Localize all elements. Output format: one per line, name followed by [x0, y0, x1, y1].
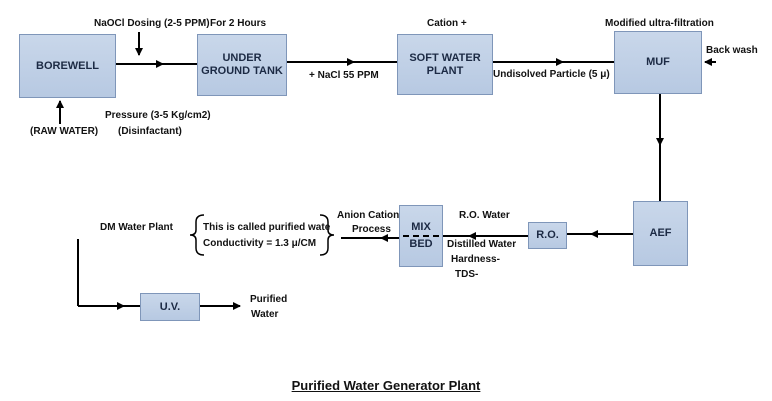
- undissolved-particle-label: Undisolved Particle (5 μ): [493, 69, 610, 80]
- soft-water-plant-box: SOFT WATER PLANT: [397, 34, 493, 95]
- tds-label: TDS-: [455, 269, 479, 280]
- mix-label-line2: BED: [409, 238, 433, 250]
- tank-label-line2: GROUND TANK: [201, 65, 283, 77]
- uv-box: U.V.: [140, 293, 200, 321]
- mix-bed-box: MIX BED: [399, 205, 443, 267]
- left-brace: [189, 214, 205, 256]
- water-label: Water: [251, 309, 279, 320]
- modified-ultrafiltration-label: Modified ultra-filtration: [605, 18, 714, 29]
- purified-label: Purified: [250, 294, 288, 305]
- tank-label-line1: UNDER: [222, 52, 262, 64]
- pressure-label: Pressure (3-5 Kg/cm2): [105, 110, 211, 121]
- naocl-dosing-label: NaOCl Dosing (2-5 PPM): [94, 18, 210, 29]
- dm-water-plant-label: DM Water Plant: [100, 222, 173, 233]
- disinfectant-label: (Disinfactant): [118, 126, 182, 137]
- aef-label: AEF: [649, 227, 672, 239]
- right-brace: [319, 214, 335, 256]
- ro-label: R.O.: [536, 229, 559, 241]
- hardness-label: Hardness-: [451, 254, 500, 265]
- soft-label-line2: PLANT: [426, 64, 464, 77]
- underground-tank-box: UNDER GROUND TANK: [197, 34, 287, 96]
- borewell-label: BOREWELL: [36, 59, 99, 72]
- purified-note-line1: This is called purified wate: [203, 222, 331, 233]
- aef-box: AEF: [633, 201, 688, 266]
- mix-bed-divider: [403, 235, 439, 237]
- diagram-title: Purified Water Generator Plant: [291, 378, 481, 393]
- soft-label-line1: SOFT WATER: [409, 51, 481, 64]
- cation-label: Cation +: [427, 18, 467, 29]
- raw-water-label: (RAW WATER): [30, 126, 99, 137]
- uv-label: U.V.: [159, 300, 181, 313]
- muf-label: MUF: [646, 56, 670, 68]
- back-wash-label: Back wash: [706, 45, 758, 56]
- purified-note-line2: Conductivity = 1.3 μ/CM: [203, 238, 317, 249]
- distilled-water-label: Distilled Water: [447, 239, 517, 250]
- process-label: Process: [352, 224, 391, 235]
- muf-box: MUF: [614, 31, 702, 94]
- ro-box: R.O.: [528, 222, 567, 249]
- ro-water-label: R.O. Water: [459, 210, 510, 221]
- for-2-hours-label: For 2 Hours: [210, 18, 267, 29]
- borewell-box: BOREWELL: [19, 34, 116, 98]
- nacl-label: + NaCl 55 PPM: [309, 70, 379, 81]
- anion-cation-label: Anion Cation: [337, 210, 400, 221]
- mix-label-line1: MIX: [411, 221, 431, 233]
